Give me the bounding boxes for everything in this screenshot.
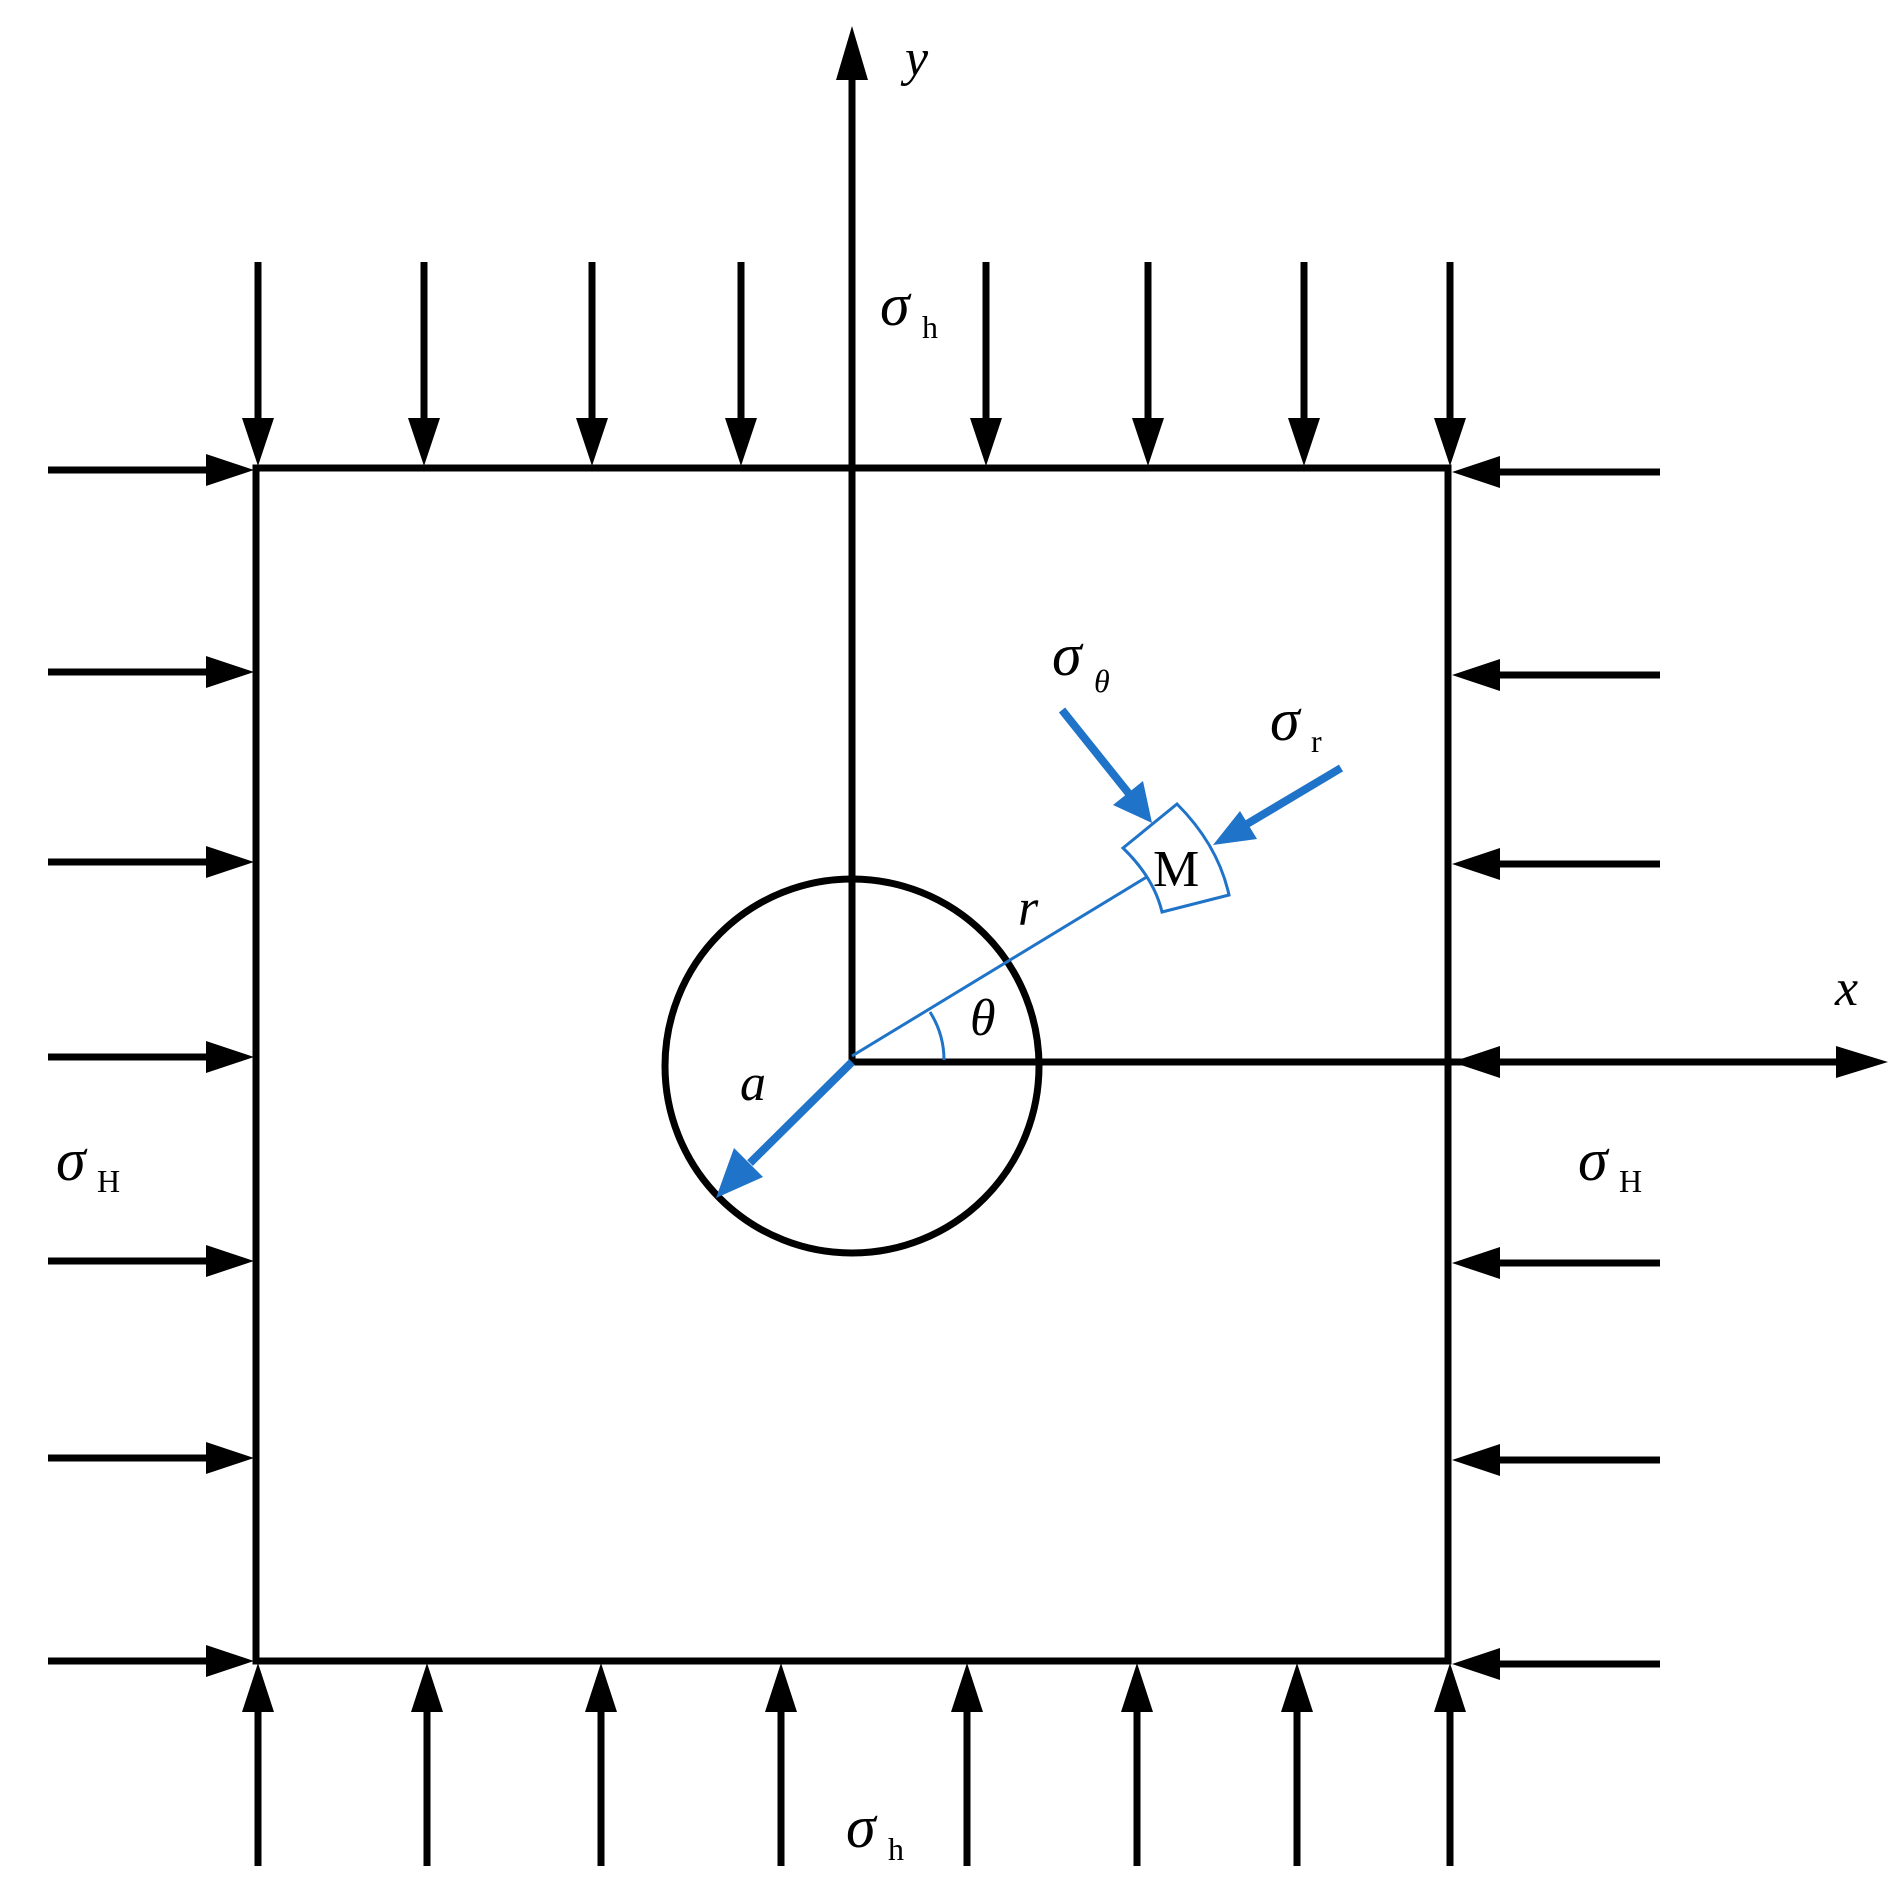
hole-circle	[661, 875, 1043, 1257]
load-arrow	[48, 846, 254, 878]
load-arrow	[1434, 262, 1466, 466]
svg-text:r: r	[1311, 723, 1322, 759]
load-arrow	[48, 1442, 254, 1474]
load-arrow	[576, 262, 608, 466]
load-arrow	[48, 454, 254, 486]
load-arrow	[48, 1245, 254, 1277]
svg-text:h: h	[922, 309, 938, 345]
svg-text:θ: θ	[1094, 663, 1110, 699]
load-arrow	[1281, 1663, 1313, 1866]
load-arrow	[1452, 848, 1660, 880]
svg-text:h: h	[888, 1831, 904, 1867]
svg-text:σ: σ	[1052, 622, 1084, 688]
top-load-arrows	[242, 262, 1466, 466]
load-arrow	[585, 1663, 617, 1866]
load-arrow	[48, 1041, 254, 1073]
load-arrow	[765, 1663, 797, 1866]
load-arrow	[1452, 1247, 1660, 1279]
load-arrow	[242, 1663, 274, 1866]
stress-element-m	[1120, 801, 1231, 914]
x-axis-label: x	[1834, 960, 1858, 1017]
sigma-theta-label: σ θ	[1052, 622, 1110, 699]
load-arrow	[408, 262, 440, 466]
bottom-load-arrows	[242, 1663, 1466, 1866]
sigma-H-left-label: σ H	[56, 1127, 120, 1199]
load-arrow	[1452, 659, 1660, 691]
load-arrow	[951, 1663, 983, 1866]
svg-text:H: H	[97, 1163, 120, 1199]
x-axis	[852, 1046, 1888, 1078]
load-arrow	[1452, 1648, 1660, 1680]
svg-text:σ: σ	[880, 272, 912, 338]
sigma-theta-arrow	[1058, 707, 1152, 823]
load-arrow	[1452, 1444, 1660, 1476]
sigma-r-label: σ r	[1270, 687, 1322, 759]
radius-r-label: r	[1018, 880, 1039, 937]
load-arrow	[1452, 1046, 1660, 1078]
load-arrow	[48, 1645, 254, 1677]
load-arrow	[1121, 1663, 1153, 1866]
radius-a-label: a	[740, 1055, 766, 1112]
svg-text:σ: σ	[56, 1127, 88, 1193]
y-axis-arrowhead	[836, 26, 868, 80]
svg-text:σ: σ	[1578, 1127, 1610, 1193]
load-arrow	[1288, 262, 1320, 466]
sigma-r-arrow	[1213, 764, 1344, 845]
svg-text:σ: σ	[1270, 687, 1302, 753]
sigma-h-top-label: σ h	[880, 272, 938, 345]
load-arrow	[1452, 456, 1660, 488]
right-load-arrows	[1452, 456, 1660, 1680]
load-arrow	[1132, 262, 1164, 466]
sigma-h-bottom-label: σ h	[846, 1794, 904, 1867]
radius-r-line	[851, 873, 1151, 1058]
theta-angle-arc	[928, 1011, 946, 1061]
theta-angle-label: θ	[970, 990, 996, 1047]
x-axis-arrowhead	[1836, 1046, 1888, 1078]
load-arrow	[970, 262, 1002, 466]
sigma-H-right-label: σ H	[1578, 1127, 1642, 1199]
y-axis-label: y	[900, 30, 929, 87]
left-load-arrows	[48, 454, 254, 1677]
y-axis	[836, 26, 868, 1064]
load-arrow	[725, 262, 757, 466]
radius-a-arrow	[716, 1059, 855, 1198]
load-arrow	[242, 262, 274, 466]
load-arrow	[411, 1663, 443, 1866]
point-m-label: M	[1153, 841, 1199, 898]
svg-text:σ: σ	[846, 1794, 878, 1860]
load-arrow	[1434, 1663, 1466, 1866]
svg-text:H: H	[1619, 1163, 1642, 1199]
load-arrow	[48, 656, 254, 688]
